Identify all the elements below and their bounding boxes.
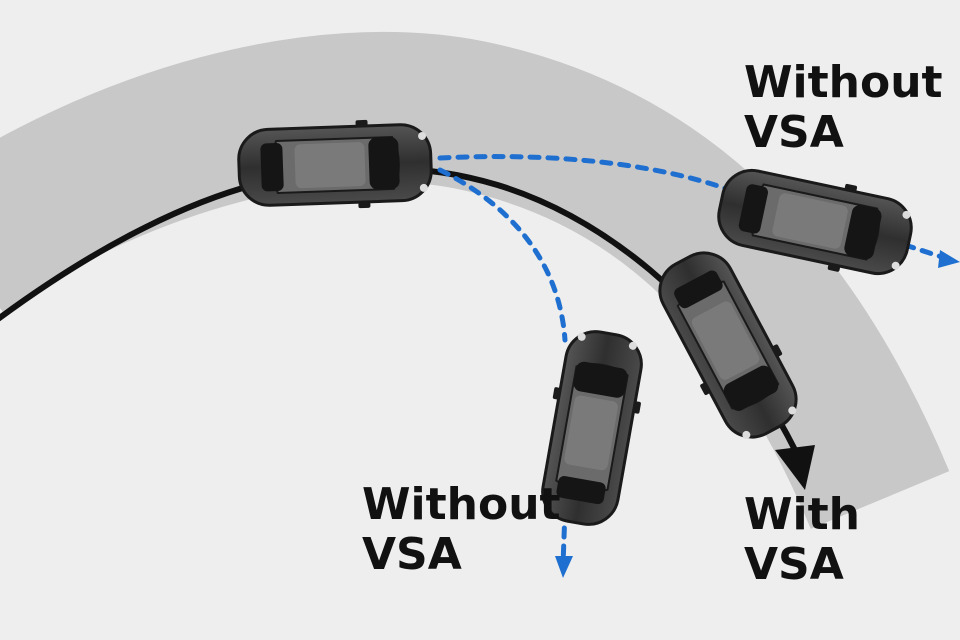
skid-down-arrow-icon bbox=[555, 556, 573, 578]
skid-path-understeer bbox=[437, 154, 733, 193]
label-line: Without bbox=[744, 57, 943, 108]
label-line: Without bbox=[362, 479, 561, 530]
road-band bbox=[0, 31, 950, 530]
without-vsa-label-top: Without VSA bbox=[744, 58, 943, 158]
skid-path-understeer-end bbox=[902, 242, 948, 261]
label-line: VSA bbox=[744, 539, 844, 590]
skid-right-arrow-icon bbox=[938, 250, 960, 268]
label-line: VSA bbox=[362, 529, 462, 580]
label-line: VSA bbox=[744, 107, 844, 158]
skid-path-oversteer bbox=[437, 167, 568, 343]
car-icon bbox=[236, 116, 434, 214]
with-vsa-arrow-icon bbox=[775, 445, 815, 490]
label-line: With bbox=[744, 489, 860, 540]
with-vsa-label: With VSA bbox=[744, 490, 860, 590]
without-vsa-label-bottom: Without VSA bbox=[362, 480, 561, 580]
